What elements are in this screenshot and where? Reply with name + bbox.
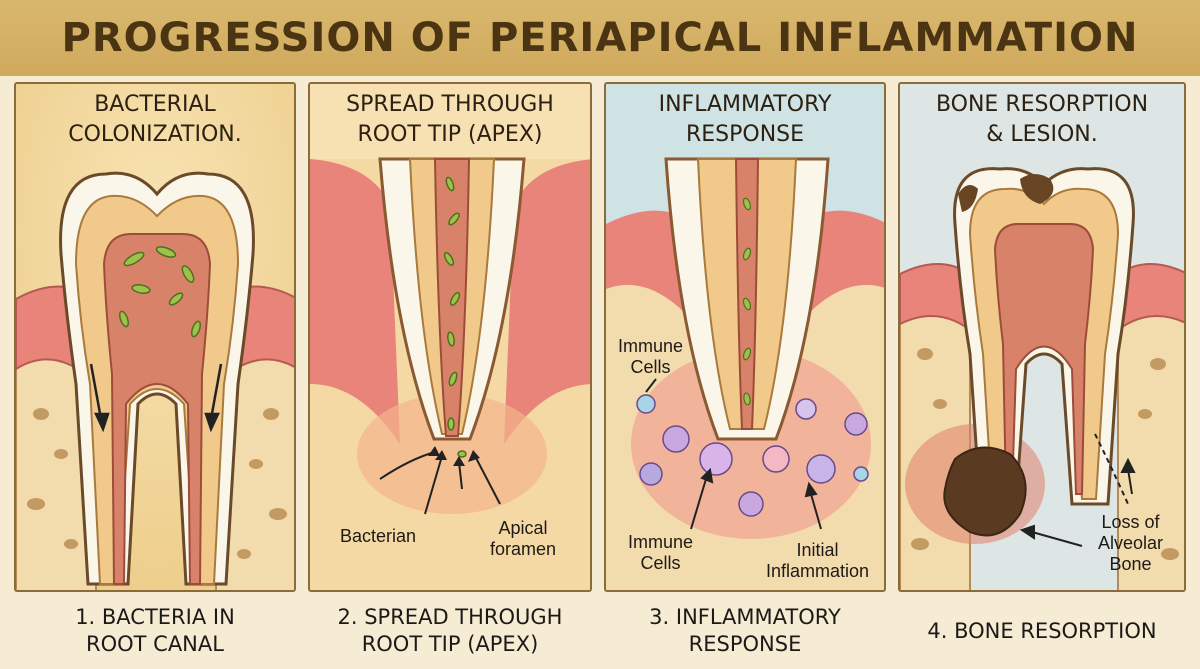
panel-heading: BACTERIAL COLONIZATION. [16, 90, 294, 150]
label-line: Cells [640, 553, 681, 573]
panel-spread-through-apex: SPREAD THROUGH ROOT TIP (APEX) [308, 82, 592, 592]
label-line: Inflammation [766, 561, 870, 581]
heading-line: INFLAMMATORY [658, 92, 832, 117]
label-line: Alveolar [1098, 533, 1164, 553]
bone-lesion-illustration [900, 84, 1184, 590]
label-line: Bone [1109, 554, 1152, 574]
caption-line: ROOT CANAL [86, 632, 224, 656]
label-line: Initial [796, 540, 839, 560]
label-apical-foramen: Apical foramen [490, 518, 556, 560]
panel-row: BACTERIAL COLONIZATION. [14, 82, 1186, 592]
heading-line: ROOT TIP (APEX) [357, 122, 543, 147]
panel-heading: INFLAMMATORY RESPONSE [606, 90, 884, 150]
label-initial-inflammation: Initial Inflammation [766, 540, 869, 582]
label-line: Immune [618, 336, 684, 356]
title-bar: PROGRESSION OF PERIAPICAL INFLAMMATION [0, 0, 1200, 76]
caption-stage-3: 3. INFLAMMATORY RESPONSE [604, 596, 886, 666]
label-line: Apical [498, 518, 548, 538]
heading-line: SPREAD THROUGH [346, 92, 554, 117]
tooth-bacteria-illustration [16, 84, 294, 590]
heading-line: BACTERIAL [94, 92, 216, 117]
caption-line: 4. BONE RESORPTION [927, 618, 1157, 643]
caption-row: 1. BACTERIA IN ROOT CANAL 2. SPREAD THROU… [14, 596, 1186, 666]
heading-line: BONE RESORPTION [935, 92, 1149, 117]
panel-inflammatory-response: INFLAMMATORY RESPONSE [604, 82, 886, 592]
caption-line: 3. INFLAMMATORY [649, 605, 841, 629]
caption-line: RESPONSE [688, 632, 802, 656]
caption-stage-2: 2. SPREAD THROUGH ROOT TIP (APEX) [308, 596, 592, 666]
caption-stage-4: 4. BONE RESORPTION [898, 596, 1186, 666]
caption-line: ROOT TIP (APEX) [361, 632, 539, 656]
label-immune-cells-bottom: Immune Cells [628, 532, 693, 574]
panel-heading: SPREAD THROUGH ROOT TIP (APEX) [310, 90, 590, 150]
panel-heading: BONE RESORPTION & LESION. [900, 90, 1184, 150]
root-apex-illustration [310, 84, 590, 590]
heading-line: & LESION. [986, 122, 1098, 147]
page-title: PROGRESSION OF PERIAPICAL INFLAMMATION [61, 15, 1139, 61]
panel-bone-resorption: BONE RESORPTION & LESION. [898, 82, 1186, 592]
caption-stage-1: 1. BACTERIA IN ROOT CANAL [14, 596, 296, 666]
label-immune-cells-top: Immune Cells [618, 336, 683, 378]
label-line: foramen [490, 539, 557, 559]
heading-line: COLONIZATION. [68, 122, 242, 147]
heading-line: RESPONSE [685, 122, 805, 147]
caption-line: 1. BACTERIA IN [75, 605, 235, 629]
caption-line: 2. SPREAD THROUGH [337, 605, 563, 629]
label-bacteria: Bacterian [340, 526, 417, 546]
label-line: Immune [628, 532, 694, 552]
label-loss-of-alveolar-bone: Loss of Alveolar Bone [1098, 512, 1163, 575]
label-line: Loss of [1101, 512, 1160, 532]
inflammation-illustration [606, 84, 884, 590]
label-line: Cells [630, 357, 671, 377]
panel-bacterial-colonization: BACTERIAL COLONIZATION. [14, 82, 296, 592]
